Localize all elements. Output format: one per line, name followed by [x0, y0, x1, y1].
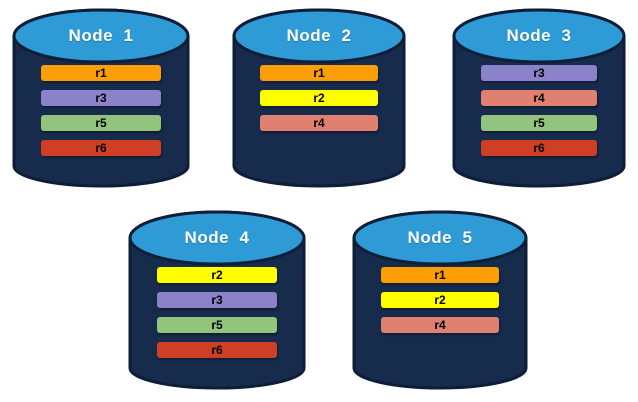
replica-bar-r6[interactable]: r6: [481, 140, 597, 156]
replica-list: r2 r3 r5 r6: [128, 267, 306, 358]
replica-label: r3: [95, 91, 107, 105]
replica-bar-r4[interactable]: r4: [481, 90, 597, 106]
replica-bar-r3[interactable]: r3: [157, 292, 277, 308]
cylinder-top-ellipse: [352, 210, 528, 266]
replica-bar-r2[interactable]: r2: [157, 267, 277, 283]
replica-label: r4: [434, 318, 446, 332]
replica-bar-r3[interactable]: r3: [41, 90, 161, 106]
replica-bar-r1[interactable]: r1: [381, 267, 499, 283]
replica-label: r1: [434, 268, 446, 282]
replica-bar-r5[interactable]: r5: [41, 115, 161, 131]
replica-bar-r3[interactable]: r3: [481, 65, 597, 81]
replica-label: r5: [95, 116, 107, 130]
replica-list: r1 r2 r4: [232, 65, 406, 131]
replica-bar-r4[interactable]: r4: [381, 317, 499, 333]
replica-label: r5: [211, 318, 223, 332]
replica-bar-r6[interactable]: r6: [157, 342, 277, 358]
replica-label: r4: [533, 91, 545, 105]
replica-bar-r6[interactable]: r6: [41, 140, 161, 156]
cylinder-top-ellipse: [12, 8, 190, 64]
replica-label: r2: [211, 268, 223, 282]
cylinder-top-ellipse: [452, 8, 626, 64]
replica-label: r1: [95, 66, 107, 80]
replica-list: r3 r4 r5 r6: [452, 65, 626, 156]
replica-label: r6: [533, 141, 545, 155]
replica-bar-r4[interactable]: r4: [260, 115, 378, 131]
replica-label: r6: [211, 343, 223, 357]
replica-list: r1 r2 r4: [352, 267, 528, 333]
replica-label: r1: [313, 66, 325, 80]
replica-label: r5: [533, 116, 545, 130]
replica-label: r6: [95, 141, 107, 155]
replica-bar-r5[interactable]: r5: [481, 115, 597, 131]
replica-label: r2: [434, 293, 446, 307]
replica-bar-r1[interactable]: r1: [41, 65, 161, 81]
replica-bar-r1[interactable]: r1: [260, 65, 378, 81]
cylinder-top-ellipse: [128, 210, 306, 266]
replica-label: r3: [533, 66, 545, 80]
replica-list: r1 r3 r5 r6: [12, 65, 190, 156]
replica-label: r2: [313, 91, 325, 105]
replica-bar-r2[interactable]: r2: [260, 90, 378, 106]
replica-bar-r2[interactable]: r2: [381, 292, 499, 308]
cylinder-top-ellipse: [232, 8, 406, 64]
replica-label: r3: [211, 293, 223, 307]
replica-bar-r5[interactable]: r5: [157, 317, 277, 333]
replica-label: r4: [313, 116, 325, 130]
